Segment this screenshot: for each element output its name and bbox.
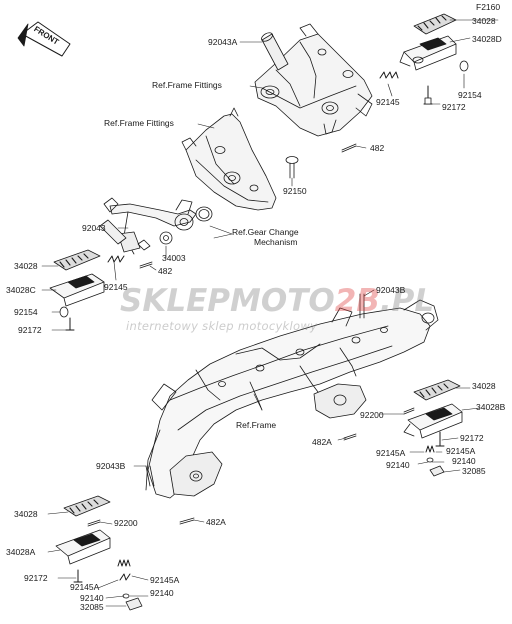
- rubber-92043B-lower: [145, 465, 155, 487]
- callout-92043: 92043: [82, 223, 106, 233]
- leader-lines: [41, 19, 499, 607]
- callout-92154-top: 92154: [458, 90, 482, 100]
- callout-482-mid: 482: [158, 266, 173, 276]
- callout-ref-gear-change: Ref.Gear Change: [232, 227, 299, 237]
- callout-34028-lower: 34028: [14, 509, 38, 519]
- rubber-92043B-upper: [359, 293, 365, 319]
- callout-92172-rear: 92172: [460, 433, 484, 443]
- callout-92150: 92150: [283, 186, 307, 196]
- cotter-pin-482-mid: [139, 261, 153, 269]
- callout-32085-rear: 32085: [462, 466, 486, 476]
- callout-92145A-lower-left: 92145A: [70, 582, 100, 592]
- callout-32085-lower: 32085: [80, 602, 104, 612]
- footpeg-rubber-92043A: [261, 32, 289, 71]
- callout-34028D: 34028D: [472, 34, 502, 44]
- callout-92145A-rear-left: 92145A: [376, 448, 406, 458]
- footpeg-34028B-assembly: [403, 379, 463, 477]
- cotter-pin-482A-right: [343, 433, 357, 441]
- callout-92140-rear-right: 92140: [452, 456, 476, 466]
- change-pedal: [103, 197, 197, 255]
- callout-92140-rear-left: 92140: [386, 460, 410, 470]
- callout-34028-top: 34028: [472, 16, 496, 26]
- callout-34028C: 34028C: [6, 285, 36, 295]
- callout-92043A: 92043A: [208, 37, 238, 47]
- bolt-92150: [285, 156, 299, 179]
- callout-92140-lower-left: 92140: [80, 593, 104, 603]
- callout-34028-mid: 34028: [14, 261, 38, 271]
- callout-ref-frame-fittings-upper: Ref.Frame Fittings: [152, 80, 222, 90]
- callout-92043B-lower: 92043B: [96, 461, 126, 471]
- callout-ref-gear-mechanism: Mechanism: [254, 237, 298, 247]
- footpeg-34028C-assembly: [49, 249, 125, 331]
- callout-92043B-upper: 92043B: [376, 285, 406, 295]
- callout-92145A-lower-right: 92145A: [150, 575, 180, 585]
- pedal-rubber-92043: [99, 219, 127, 245]
- callout-92145A-rear-right: 92145A: [446, 446, 476, 456]
- cotter-pin-482A-lower: [179, 517, 195, 525]
- front-arrow-icon: FRONT: [17, 21, 71, 57]
- callout-34028A: 34028A: [6, 547, 36, 557]
- main-frame: [145, 299, 439, 499]
- callout-92200-rear: 92200: [360, 410, 384, 420]
- callout-92172-lower: 92172: [24, 573, 48, 583]
- callout-92154-mid: 92154: [14, 307, 38, 317]
- callout-34003: 34003: [162, 253, 186, 263]
- callout-92172-top: 92172: [442, 102, 466, 112]
- callout-482A-lower: 482A: [206, 517, 226, 527]
- callout-ref-frame-fittings-lower: Ref.Frame Fittings: [104, 118, 174, 128]
- callout-482-top: 482: [370, 143, 385, 153]
- callout-ref-frame: Ref.Frame: [236, 420, 277, 430]
- diagram-code: F2160: [476, 2, 501, 12]
- footpeg-34028A-assembly: [55, 495, 143, 611]
- callout-92145-top: 92145: [376, 97, 400, 107]
- collar-34003: [137, 206, 213, 251]
- bracket-middle: [181, 107, 277, 211]
- callout-482A-rear: 482A: [312, 437, 332, 447]
- callout-92140-lower-right: 92140: [150, 588, 174, 598]
- callout-34028-rear: 34028: [472, 381, 496, 391]
- callout-92200-lower: 92200: [114, 518, 138, 528]
- cotter-pin-482-top: [341, 143, 357, 153]
- spring-92145-top: [379, 71, 399, 79]
- callout-92145-mid: 92145: [104, 282, 128, 292]
- callout-92172-mid: 92172: [18, 325, 42, 335]
- callout-34028B: 34028B: [476, 402, 506, 412]
